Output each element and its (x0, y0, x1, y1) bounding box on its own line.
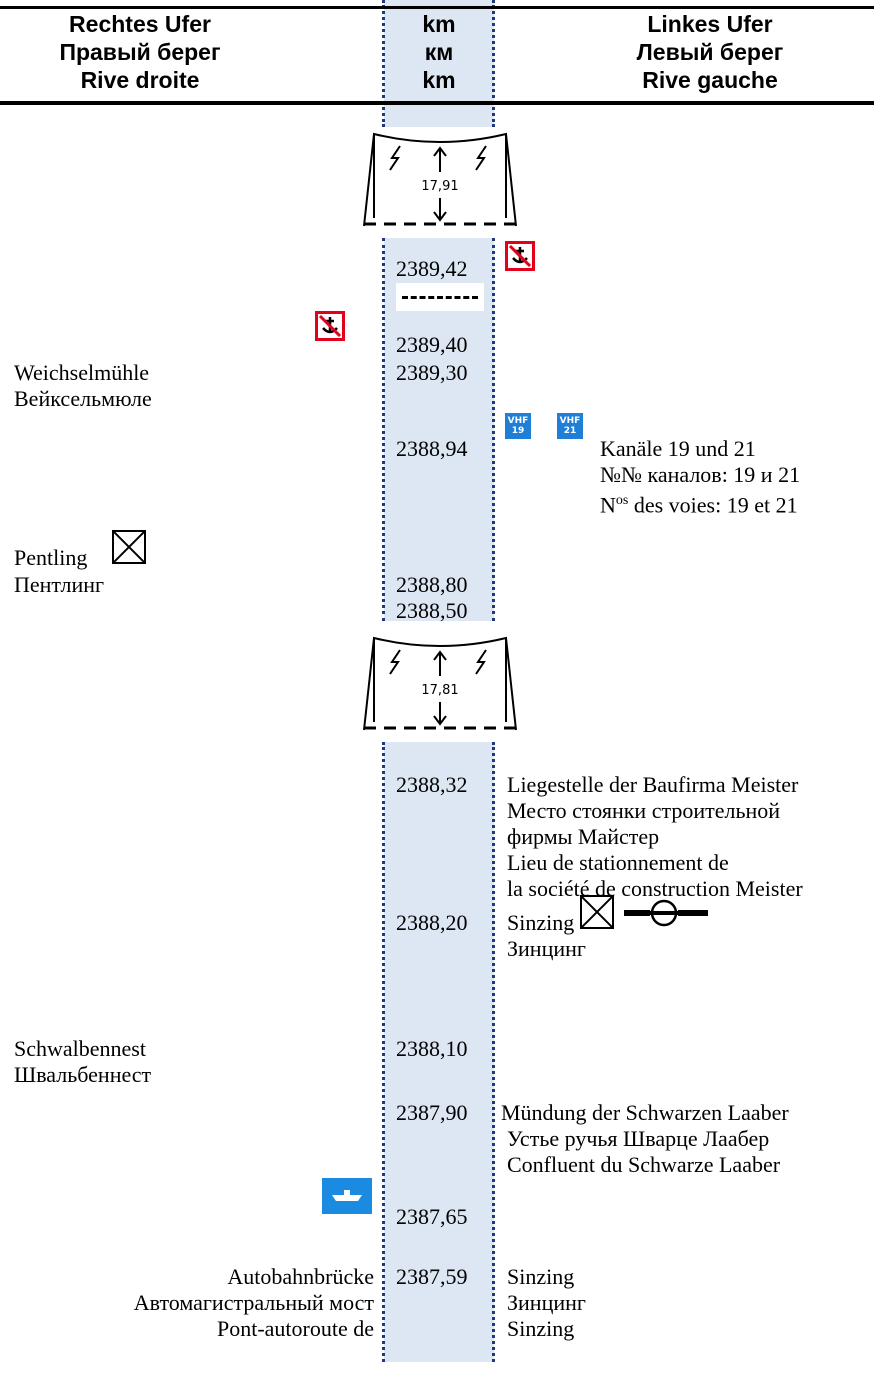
dashed-line-marker (396, 283, 484, 311)
header-right-bank: Rechtes Ufer Правый берег Rive droite (40, 10, 240, 94)
vhf-badge-label: VHF (507, 416, 529, 426)
header-left-bank-de: Linkes Ufer (647, 11, 773, 37)
km-column-border-left (382, 0, 385, 127)
vhf-badge-channel: 19 (511, 426, 525, 436)
header-rule-top (0, 6, 874, 9)
meister-fr-2: la société de construction Meister (507, 876, 803, 901)
crossed-box-icon (112, 530, 146, 564)
vhf-channels-ru: №№ каналов: 19 и 21 (600, 462, 801, 487)
autobahnbruecke-de: Autobahnbrücke (227, 1264, 374, 1289)
sinzing-ru: Зинцинг (507, 936, 586, 961)
km-value: 2389,42 (396, 256, 468, 281)
meister-ru-1: Место стоянки строительной (507, 798, 781, 823)
header-left-bank-ru: Левый берег (636, 39, 784, 65)
sinzing2-fr: Sinzing (507, 1316, 575, 1341)
table-header: Rechtes Ufer Правый берег Rive droite km… (0, 0, 874, 105)
sinzing-de: Sinzing (507, 910, 575, 935)
no-anchoring-sign-icon (315, 311, 345, 341)
vhf-channels-de: Kanäle 19 und 21 (600, 436, 756, 461)
header-km-de: km (422, 11, 456, 37)
no-anchoring-sign-icon (505, 241, 535, 271)
ferry-icon (322, 1178, 372, 1214)
autobahnbruecke-fr: Pont-autoroute de (216, 1316, 374, 1341)
km-value: 2388,10 (396, 1036, 468, 1061)
schwalbennest-ru: Швальбеннест (14, 1062, 152, 1087)
km-column-border-left (382, 238, 385, 621)
header-right-bank-fr: Rive droite (80, 67, 200, 93)
vhf-channels-fr-sup: os (615, 493, 629, 508)
km-column-strip-1 (384, 0, 494, 127)
km-value: 2389,30 (396, 360, 468, 385)
vhf-badge-label: VHF (559, 416, 581, 426)
muendung-fr: Confluent du Schwarze Laaber (507, 1152, 781, 1177)
schwalbennest-de: Schwalbennest (14, 1036, 146, 1061)
km-value: 2387,90 (396, 1100, 468, 1125)
muendung-ru: Устье ручья Шварце Лаабер (507, 1126, 770, 1151)
km-value: 2388,94 (396, 436, 468, 461)
bridge-clearance-icon: 17,81 (363, 636, 517, 731)
vhf-channel-19-icon: VHF 19 (505, 413, 531, 439)
header-right-bank-de: Rechtes Ufer (69, 11, 211, 37)
header-left-bank-fr: Rive gauche (642, 67, 778, 93)
meister-fr-1: Lieu de stationnement de (507, 850, 729, 875)
header-right-bank-ru: Правый берег (59, 39, 221, 65)
crossed-box-icon (580, 895, 614, 929)
header-km-fr: km (422, 67, 456, 93)
km-value: 2387,59 (396, 1264, 468, 1289)
vhf-channel-21-icon: VHF 21 (557, 413, 583, 439)
pentling-ru: Пентлинг (14, 572, 105, 597)
vhf-channels-fr-text: des voies: 19 et 21 (633, 492, 798, 518)
km-column-border-right (492, 238, 495, 621)
meister-de: Liegestelle der Baufirma Meister (507, 772, 799, 797)
km-value: 2388,50 (396, 598, 468, 623)
sinzing2-ru: Зинцинг (507, 1290, 586, 1315)
vhf-channels-fr: Nos des voies: 19 et 21 (600, 488, 798, 518)
header-km-ru: км (424, 39, 454, 65)
sinzing2-de: Sinzing (507, 1264, 575, 1289)
km-value: 2388,20 (396, 910, 468, 935)
vhf-channels-fr-prefix: N (600, 492, 616, 518)
vhf-badge-channel: 21 (563, 426, 577, 436)
bridge-clearance-label: 17,81 (421, 683, 458, 698)
km-column-border-left (382, 742, 385, 1362)
header-left-bank: Linkes Ufer Левый берег Rive gauche (600, 10, 820, 94)
km-column-border-right (492, 0, 495, 127)
bridge-clearance-icon: 17,91 (363, 132, 517, 227)
km-value: 2388,32 (396, 772, 468, 797)
weichselmuehle-de: Weichselmühle (14, 360, 150, 385)
weichselmuehle-ru: Вейксельмюле (14, 386, 152, 411)
header-rule-bottom (0, 101, 874, 105)
muendung-de: Mündung der Schwarzen Laaber (501, 1100, 789, 1125)
meister-ru-2: фирмы Майстер (507, 824, 660, 849)
km-column-border-right (492, 742, 495, 1362)
km-column-strip-3 (384, 742, 494, 1362)
km-value: 2388,80 (396, 572, 468, 597)
autobahnbruecke-ru: Автомагистральный мост (133, 1290, 374, 1315)
header-km: km км km (384, 10, 494, 94)
pentling-de: Pentling (14, 545, 88, 570)
km-value: 2389,40 (396, 332, 468, 357)
km-value: 2387,65 (396, 1204, 468, 1229)
pipeline-crossing-icon (624, 899, 708, 927)
bridge-clearance-label: 17,91 (421, 179, 458, 194)
